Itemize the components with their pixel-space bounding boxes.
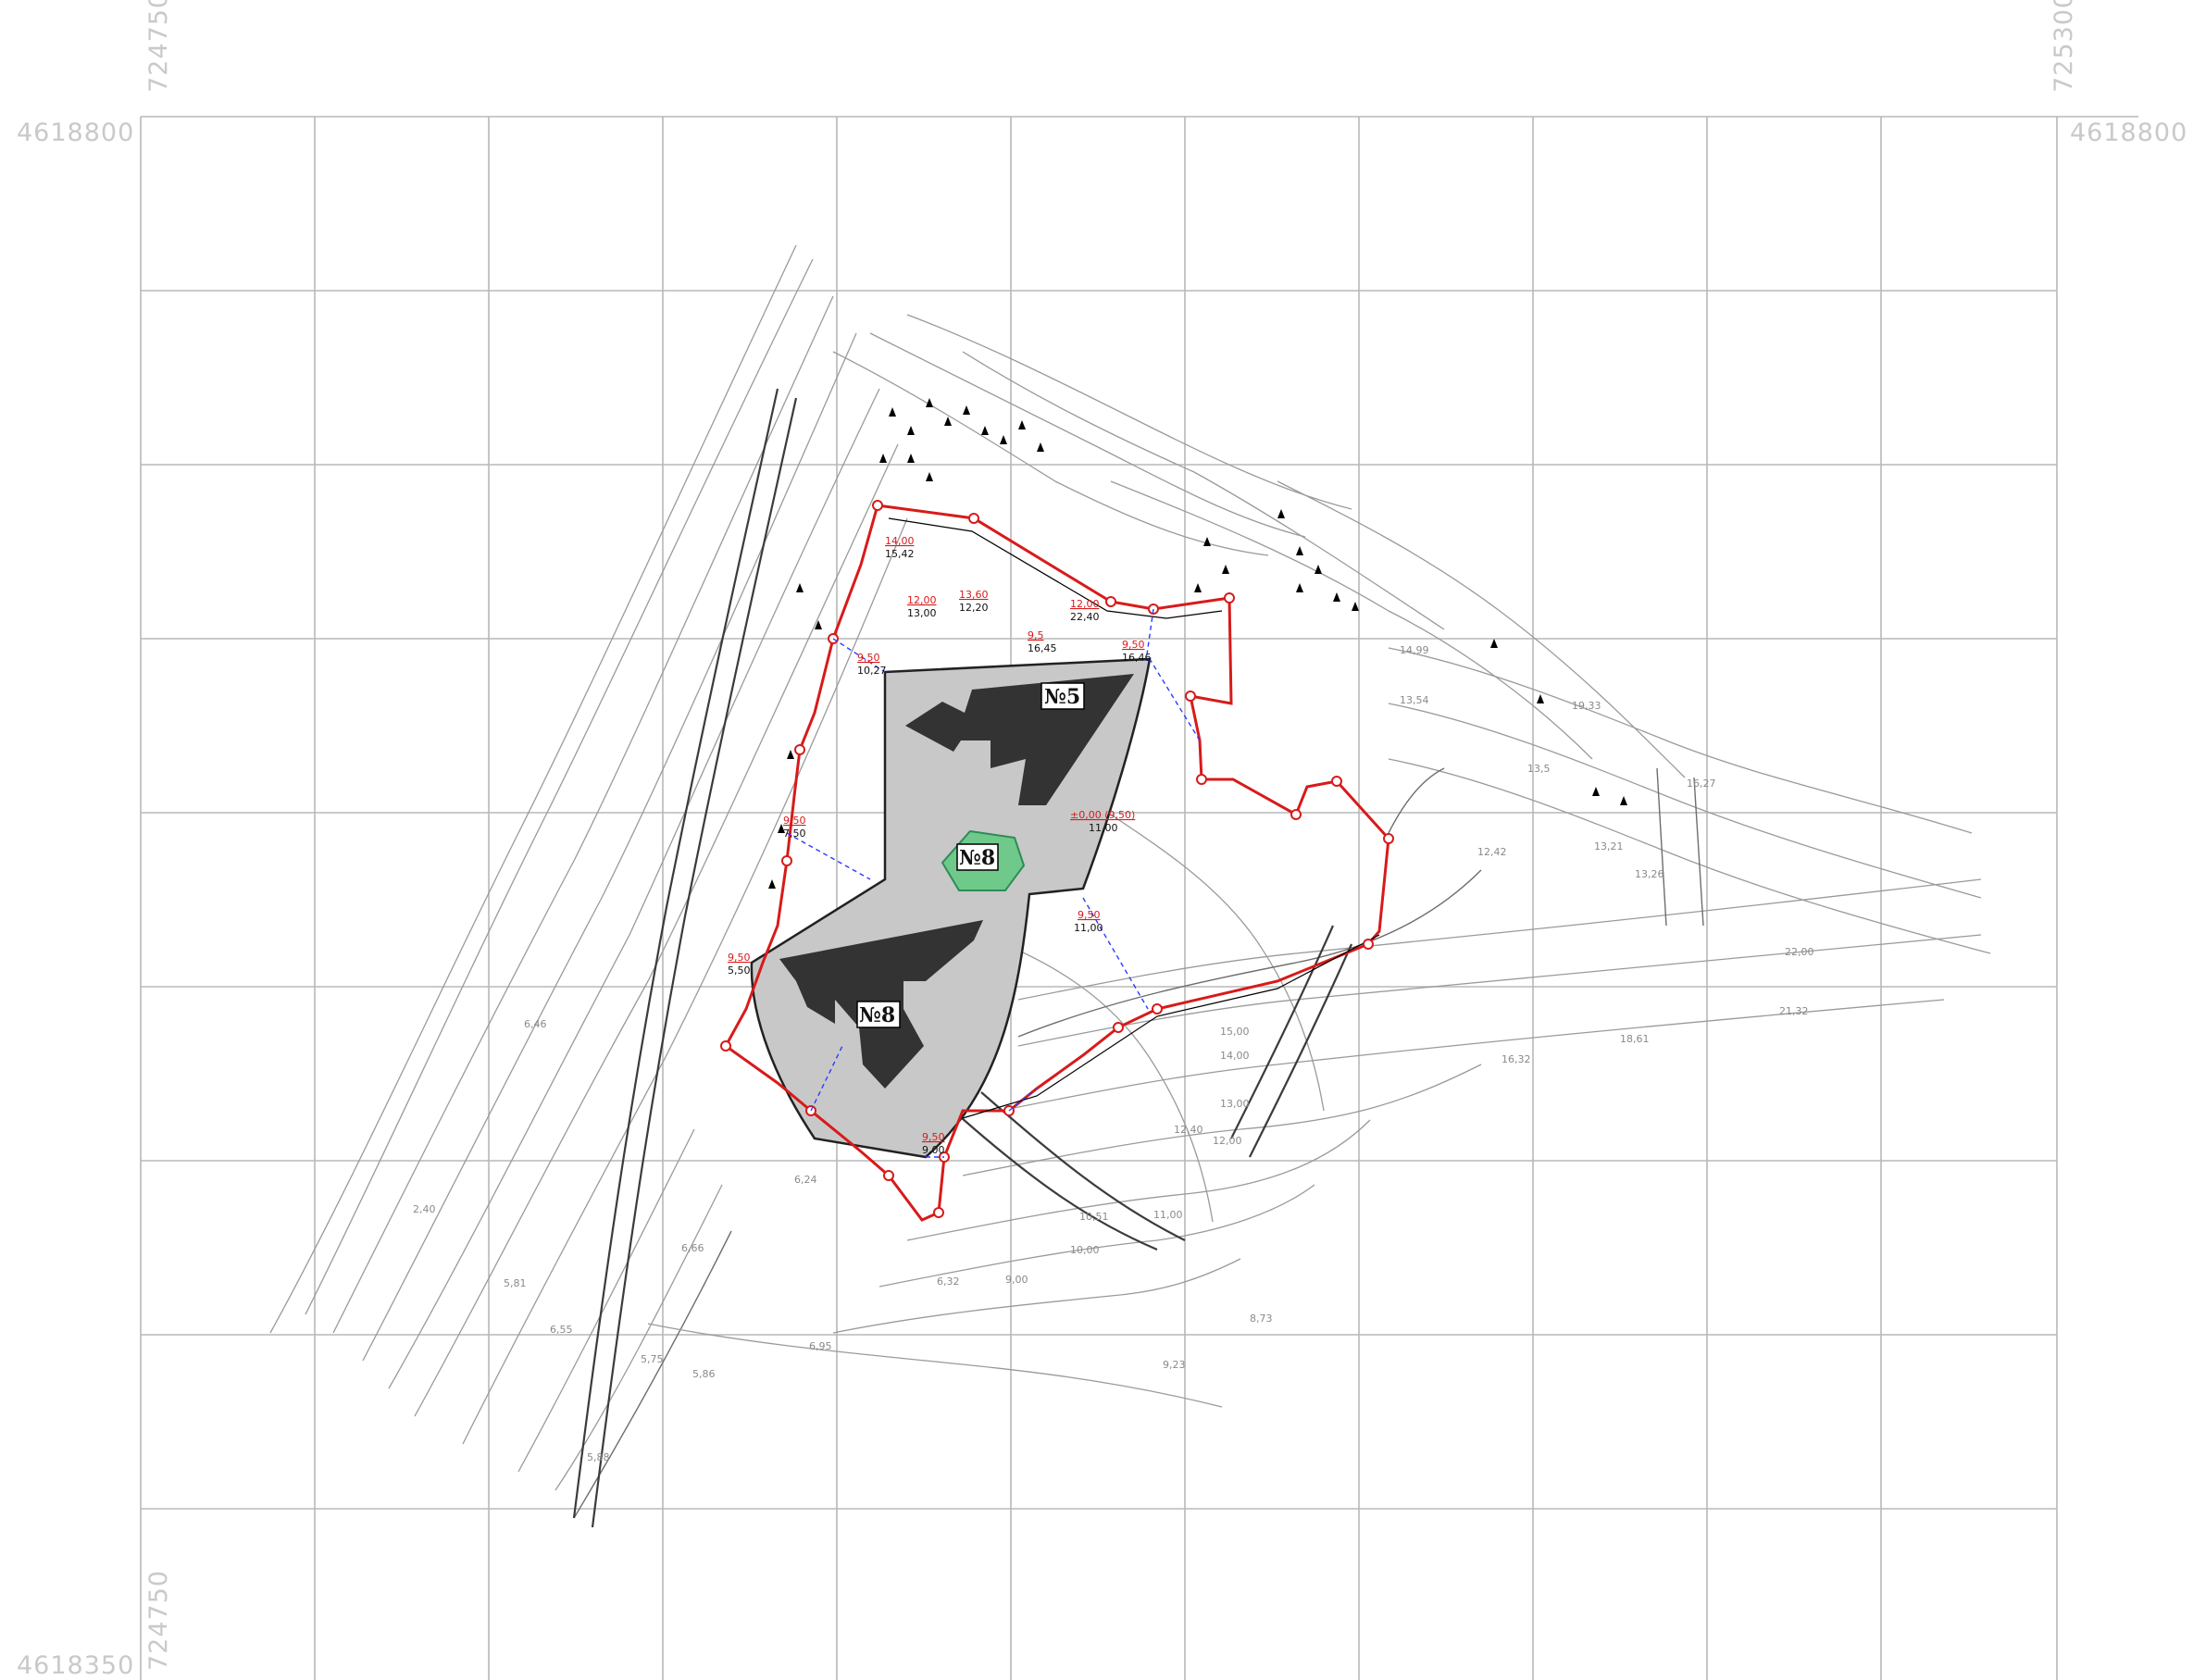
site-boundary-inner [888,517,1223,619]
elevation-label: 19,33 [1572,700,1601,712]
elevation-label: 6,55 [550,1324,573,1336]
level-red-3: 13,60 [959,589,989,601]
elevation-label: 13,26 [1635,868,1664,880]
elevation-label: 13,5 [1527,763,1551,775]
building-label-box-north [1040,682,1085,710]
level-red-1: 14,00 [885,535,915,547]
level-red-5: 12,00 [1070,598,1100,610]
coord-y-top-left: 4618800 [17,118,134,147]
level-black-8: 7,50 [783,828,806,840]
elevation-label: 2,40 [413,1203,436,1215]
level-black-7: 10,27 [857,665,887,677]
elevation-label: 10,51 [1079,1211,1109,1223]
coord-x-top-left: 724750 [144,0,173,93]
coord-y-bottom-left: 4618350 [17,1651,134,1680]
level-black-5: 22,40 [1070,611,1100,623]
design-level-annotations: 14,00 15,42 12,00 13,00 13,60 12,20 9,5 … [728,535,1152,1156]
contour-label: 9,00 [1005,1274,1028,1286]
level-black-6: 16,46 [1122,652,1152,664]
level-red-4: 9,5 [1028,629,1044,641]
elevation-label: 12,40 [1174,1124,1203,1136]
coord-x-top-right: 725300 [2050,0,2078,93]
level-red-9: ±0,00 (9,50) [1070,809,1135,821]
dimension-lines [786,608,1201,1158]
level-black-1: 15,42 [885,548,915,560]
elevation-label: 12,42 [1477,846,1507,858]
contour-label: 15,00 [1220,1026,1250,1038]
elevation-label: 8,73 [1250,1313,1273,1325]
level-red-8: 9,50 [783,815,806,827]
elevation-label: 5,75 [641,1353,664,1365]
elevation-label: 9,23 [1163,1359,1186,1371]
terrain-contours [269,244,1991,1519]
elevation-label: 14,99 [1400,644,1429,656]
roads [572,388,1704,1528]
site-boundary-inner-south [962,934,1380,1119]
elevation-label: 16,27 [1687,778,1716,790]
contour-label: 12,00 [1213,1135,1242,1147]
building-label-box-center [956,843,999,871]
coord-x-bottom-left: 724750 [144,1570,173,1671]
tree-symbols [768,398,1627,889]
contour-label: 22,00 [1785,946,1814,958]
building-label-south: №8 [859,1003,895,1027]
elevation-label: 13,21 [1594,840,1624,852]
elevation-label: 5,81 [504,1277,527,1289]
level-red-6: 9,50 [1122,639,1145,651]
elevation-label: 6,24 [794,1174,817,1186]
level-red-7: 9,50 [857,652,880,664]
contour-label: 14,00 [1220,1050,1250,1062]
elevation-label: 6,46 [524,1018,547,1030]
elevation-label: 13,54 [1400,694,1429,706]
boundary-markers [720,500,1394,1218]
elevation-label: 18,61 [1620,1033,1650,1045]
level-black-10: 11,00 [1074,922,1103,934]
level-black-9: 11,00 [1089,822,1118,834]
level-black-12: 9,00 [922,1144,945,1156]
building-label-box-south [856,1001,901,1028]
level-black-3: 12,20 [959,602,989,614]
elevation-label: 5,88 [587,1451,610,1463]
contour-label: 11,00 [1153,1209,1183,1221]
level-red-11: 9,50 [728,952,751,964]
coordinate-grid [140,116,2138,1680]
contour-label: 10,00 [1070,1244,1100,1256]
level-red-10: 9,50 [1078,909,1101,921]
spot-elevations: 14,99 13,54 19,33 13,5 12,42 13,21 16,27… [413,644,1814,1463]
elevation-label: 16,32 [1501,1053,1531,1065]
level-black-4: 16,45 [1028,642,1057,654]
building-label-center: №8 [959,846,995,870]
elevation-label: 5,86 [692,1368,716,1380]
level-black-11: 5,50 [728,964,751,977]
elevation-label: 6,95 [809,1340,832,1352]
coord-y-top-right: 4618800 [2070,118,2187,147]
contour-label: 13,00 [1220,1098,1250,1110]
level-red-12: 9,50 [922,1131,945,1143]
level-black-2: 13,00 [907,607,937,619]
building-label-north: №5 [1044,685,1080,709]
elevation-label: 6,32 [937,1276,960,1288]
elevation-label: 21,32 [1779,1005,1809,1017]
elevation-label: 6,66 [681,1242,704,1254]
level-red-2: 12,00 [907,594,937,606]
